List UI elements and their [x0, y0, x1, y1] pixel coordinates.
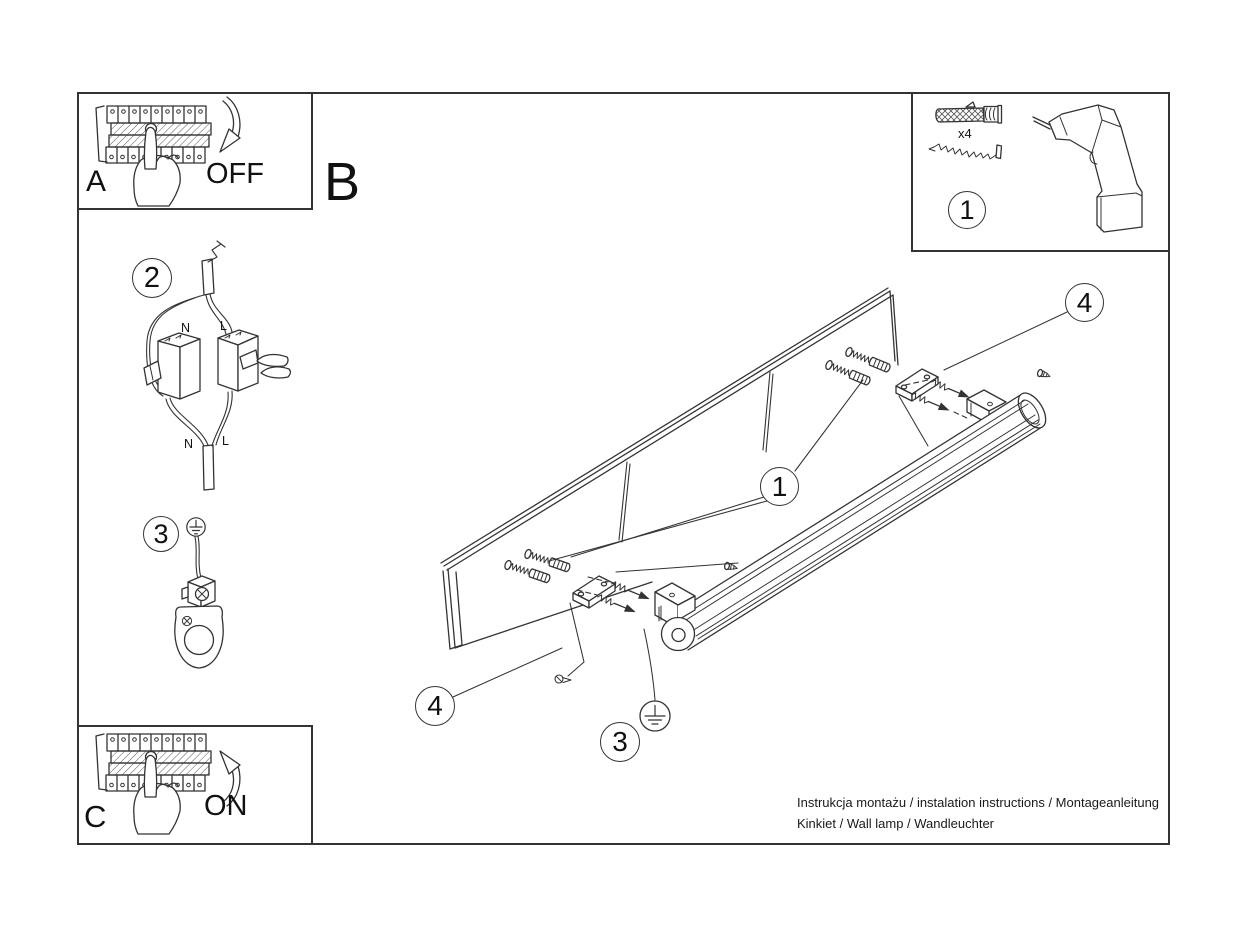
parts-box — [911, 92, 1170, 252]
pressing-hand-icon — [256, 353, 292, 379]
ground-terminal-icon — [174, 535, 224, 669]
off-label: OFF — [206, 158, 264, 190]
wire-label-l-bottom: L — [222, 434, 229, 448]
wall-illustration — [440, 287, 899, 650]
callout-main-3: 3 — [600, 722, 640, 762]
section-label-c: C — [84, 799, 107, 834]
callout-main-1: 1 — [760, 467, 799, 506]
footer-line-2: Kinkiet / Wall lamp / Wandleuchter — [797, 816, 994, 831]
wall-lamp-illustration — [654, 389, 1047, 652]
drill-icon — [1032, 104, 1143, 233]
mounting-bracket-left — [572, 575, 616, 609]
section-label-b: B — [324, 152, 361, 212]
callout-step-3-side: 3 — [143, 516, 179, 552]
footer-title: Instrukcja montażu / instalation instruc… — [797, 792, 1159, 834]
breaker-panel-off-icon — [95, 105, 212, 207]
panel-box-a — [77, 92, 313, 210]
panel-box-c — [77, 725, 313, 845]
callout-step-2: 2 — [132, 258, 172, 298]
ground-symbol-icon — [186, 517, 206, 537]
wiring-diagram — [143, 240, 292, 491]
fixing-screws — [554, 368, 1052, 684]
section-label-a: A — [86, 165, 107, 198]
quantity-label: x4 — [958, 126, 972, 141]
callout-leader-lines — [452, 311, 1068, 698]
footer-line-1: Instrukcja montażu / instalation instruc… — [797, 795, 1160, 810]
wire-label-l-top: L — [220, 319, 227, 333]
arrow-off-icon — [219, 96, 241, 153]
on-label: ON — [204, 790, 248, 822]
ground-symbol-main-icon — [639, 628, 671, 732]
wall-plug-icon — [935, 101, 1003, 124]
mounting-bracket-right — [895, 368, 939, 402]
wire-label-n-top: N — [181, 321, 191, 335]
bracket-screws — [576, 377, 987, 617]
main-frame-b — [77, 92, 1170, 845]
breaker-panel-on-icon — [95, 733, 212, 835]
callout-main-4-bottom: 4 — [415, 686, 455, 726]
callout-step-1-parts: 1 — [948, 191, 986, 229]
wire-label-n-bottom: N — [184, 437, 194, 451]
callout-main-4-top: 4 — [1065, 283, 1104, 322]
screw-icon — [928, 143, 1003, 160]
